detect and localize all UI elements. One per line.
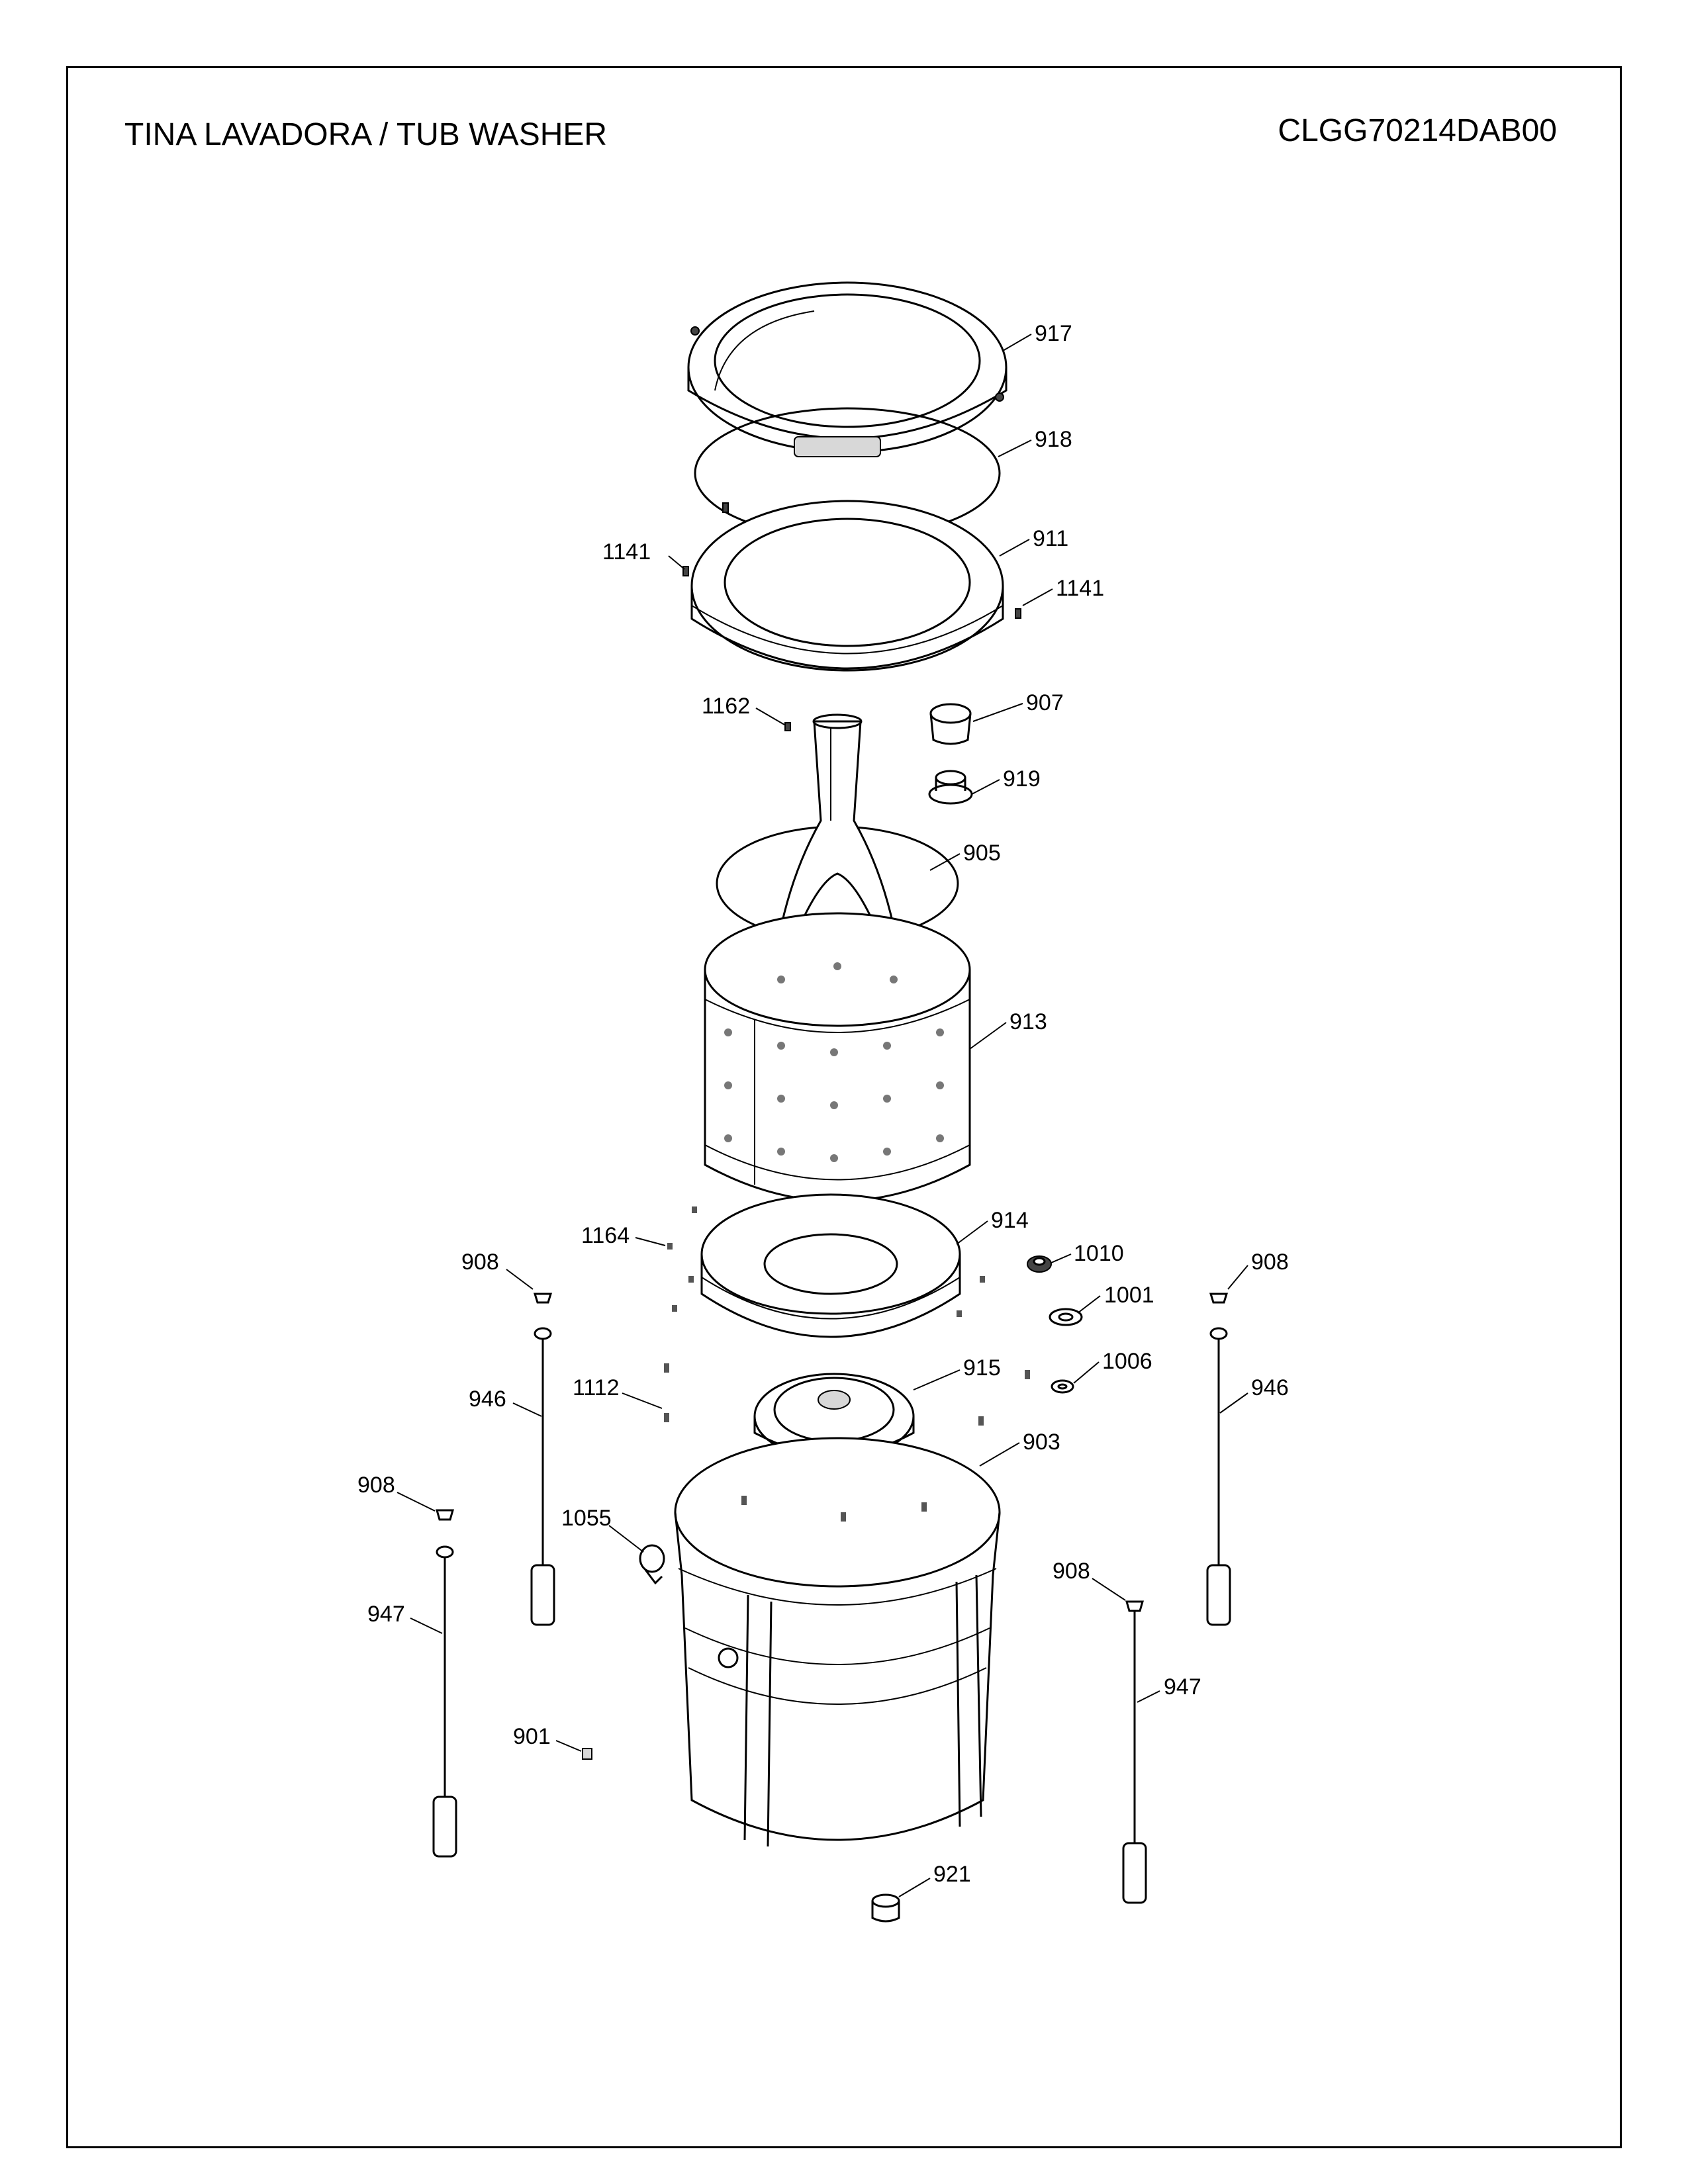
callout-913: 913	[1009, 1009, 1047, 1034]
diagram-title: TINA LAVADORA / TUB WASHER	[124, 117, 608, 152]
callout-914: 914	[991, 1208, 1029, 1233]
part-1141-screw-left	[682, 566, 689, 576]
part-947-suspension-rod-left	[432, 1509, 457, 1858]
part-903-outer-tub	[674, 1437, 1001, 1847]
callout-947-left: 947	[367, 1602, 405, 1627]
callout-908-upper-right: 908	[1251, 1250, 1289, 1275]
part-921-drain-cap	[871, 1893, 900, 1923]
callout-919: 919	[1003, 766, 1041, 792]
diagram-frame	[66, 66, 1622, 2148]
part-911-balance-ring	[690, 500, 1004, 672]
part-946-suspension-rod-left	[530, 1293, 555, 1626]
callout-917: 917	[1035, 321, 1072, 346]
callout-1006: 1006	[1102, 1349, 1152, 1374]
callout-946-left: 946	[469, 1387, 506, 1412]
callout-1055: 1055	[561, 1506, 612, 1531]
callout-1141-left: 1141	[602, 539, 651, 565]
part-1001-washer	[1049, 1308, 1083, 1326]
callout-947-right: 947	[1164, 1674, 1201, 1700]
callout-911: 911	[1033, 526, 1068, 551]
part-1141-screw-top	[722, 502, 729, 513]
callout-1164: 1164	[581, 1223, 630, 1248]
part-1141-screw-right	[1015, 608, 1021, 619]
part-905-agitator	[716, 713, 959, 942]
part-901-fitting	[582, 1748, 592, 1760]
callout-1010: 1010	[1074, 1241, 1124, 1266]
callout-908-lower-right: 908	[1053, 1559, 1090, 1584]
model-number: CLGG70214DAB00	[1278, 113, 1557, 148]
part-907-cap	[929, 703, 972, 745]
leader-lines	[397, 334, 1248, 1897]
callout-1141-right: 1141	[1056, 576, 1104, 601]
part-1055-clamp	[639, 1544, 665, 1585]
part-1006-washer	[1051, 1379, 1074, 1394]
callout-1162: 1162	[702, 694, 750, 719]
callout-1112: 1112	[573, 1375, 620, 1400]
part-1010-nut	[1027, 1255, 1052, 1273]
callout-903: 903	[1023, 1430, 1060, 1455]
callout-908-upper-left: 908	[461, 1250, 499, 1275]
callout-1001: 1001	[1104, 1283, 1154, 1308]
part-1164-screws	[667, 1206, 985, 1317]
part-947-suspension-rod-right	[1122, 1600, 1147, 1904]
callout-915: 915	[963, 1355, 1001, 1381]
callout-901: 901	[513, 1724, 551, 1749]
part-1162-screw	[784, 722, 791, 731]
part-917-tub-cover	[687, 281, 1008, 457]
callout-921: 921	[933, 1862, 971, 1887]
part-914-basket-base	[700, 1193, 961, 1338]
part-919-seal	[928, 770, 973, 805]
part-1112-screws	[664, 1363, 1030, 1426]
callout-946-right: 946	[1251, 1375, 1289, 1400]
callout-907: 907	[1026, 690, 1064, 715]
callout-905: 905	[963, 841, 1001, 866]
callout-918: 918	[1035, 427, 1072, 452]
part-913-basket	[704, 912, 971, 1203]
part-946-suspension-rod-right	[1206, 1293, 1231, 1626]
callout-908-lower-left: 908	[357, 1473, 395, 1498]
